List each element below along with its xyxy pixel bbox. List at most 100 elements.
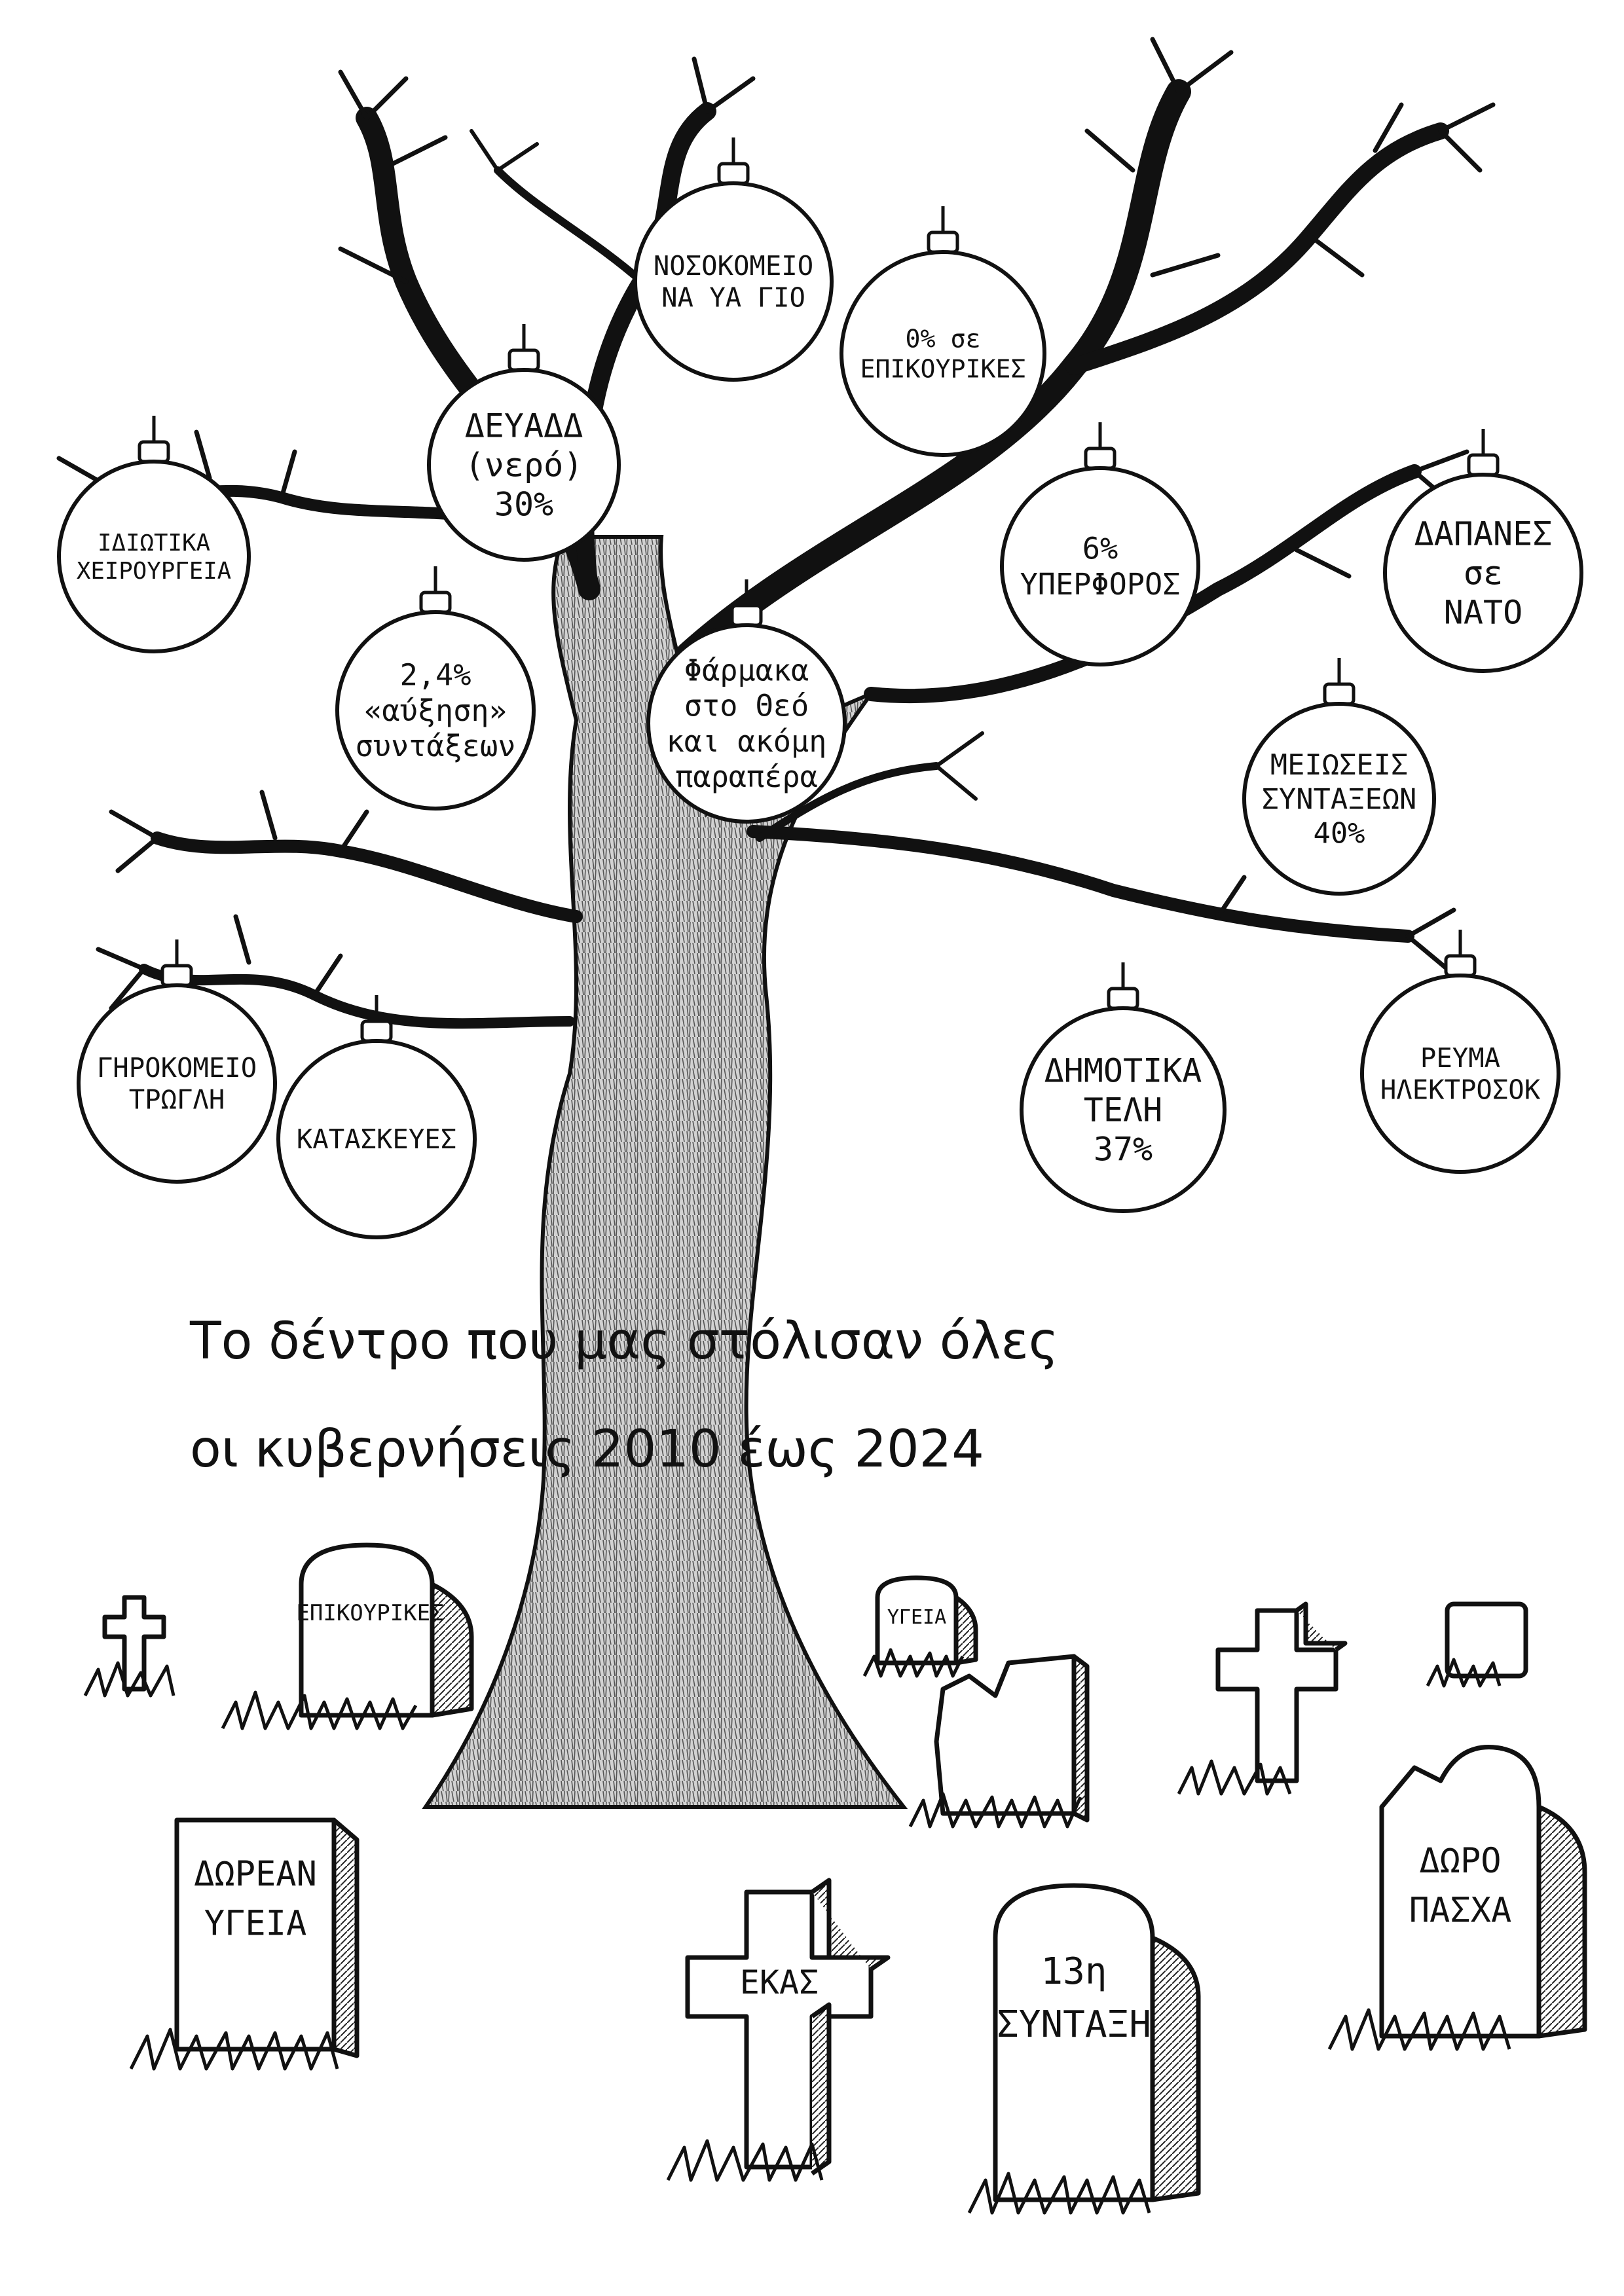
ornament-label: ΗΛΕΚΤΡΟΣΟΚ xyxy=(1380,1074,1541,1106)
grave-inscriptions: ΕΠΙΚΟΥΡΙΚΕΣ ΥΓΕΙΑ ΔΩΡΕΑΝ ΥΓΕΙΑ ΕΚΑΣ 13ηΣΥΝΤΑΞ… xyxy=(194,1600,1511,2046)
graveyard xyxy=(83,1542,1587,2215)
ornament-label: ΚΑΤΑΣΚΕΥΕΣ xyxy=(297,1123,456,1155)
grave-inscription: ΕΠΙΚΟΥΡΙΚΕΣ xyxy=(296,1600,443,1626)
ornament-label: ΣΥΝΤΑΞΕΩΝ xyxy=(1262,782,1417,816)
ornament-ball xyxy=(1020,1006,1227,1213)
grave-13i-syntaxi xyxy=(993,1883,1201,2202)
ornament-label: και ακόμη xyxy=(667,724,827,759)
ornament-cap xyxy=(927,230,959,254)
grass xyxy=(83,1648,1511,2215)
ornament-cap xyxy=(730,604,763,627)
ornament-label: ΥΠΕΡΦΟΡΟΣ xyxy=(1020,567,1181,602)
grave-text-doro-pasxa: ΔΩΡΟ ΠΑΣΧΑ xyxy=(1409,1842,1512,1930)
ornament-label: ΤΕΛΗ xyxy=(1084,1091,1162,1129)
ornament-cap xyxy=(138,440,170,464)
ornament-ball xyxy=(276,1039,477,1239)
ornament-cap xyxy=(360,1019,393,1043)
grave-doro-pasxa xyxy=(1379,1745,1587,2039)
ornament-label: 0% σε xyxy=(906,325,981,354)
ornament-label: (νερό) xyxy=(465,446,583,484)
ornament-label: παραπέρα xyxy=(675,759,818,794)
grave-inscription: ΥΓΕΙΑ xyxy=(887,1606,946,1629)
ornament-cap xyxy=(507,348,540,372)
title-line-2: οι κυβερνήσεις 2010 έως 2024 xyxy=(190,1420,984,1479)
ornament-label: ΔΑΠΑΝΕΣ xyxy=(1414,515,1553,553)
grave-inscription: ΥΓΕΙΑ xyxy=(204,1904,307,1943)
ornament-deyadd: ΔΕΥΑΔΔ(νερό)30% xyxy=(427,324,621,562)
ornament-label: ΙΔΙΩΤΙΚΑ xyxy=(98,530,210,556)
ornament-label: σε xyxy=(1464,555,1503,592)
ornament-ball xyxy=(77,983,277,1184)
ornament-label: ΜΕΙΩΣΕΙΣ xyxy=(1270,748,1408,782)
ornament-label: ΕΠΙΚΟΥΡΙΚΕΣ xyxy=(860,355,1026,384)
ornament-label: 6% xyxy=(1082,532,1118,566)
ornament-cap xyxy=(1084,446,1116,470)
ornament-label: ΝΑ ΥΑ ΓΙΟ xyxy=(661,282,805,314)
ornament-cap xyxy=(1444,954,1477,977)
grave-inscription: ΕΚΑΣ xyxy=(740,1963,819,2001)
grave-inscription: ΔΩΡΟ xyxy=(1419,1842,1501,1881)
ornament-ball xyxy=(840,250,1046,457)
ornament-cap xyxy=(717,162,750,185)
ornament-ball xyxy=(427,368,621,562)
ornament-ball xyxy=(1383,473,1583,673)
broken-stone xyxy=(934,1654,1090,1823)
title-line-1: Το δέντρο που μας στόλισαν όλες xyxy=(189,1312,1059,1371)
ornament-ball xyxy=(335,610,536,811)
grave-inscription: ΠΑΣΧΑ xyxy=(1409,1891,1512,1930)
ornament-label: 30% xyxy=(494,486,553,524)
grave-text-dorean-ygeia: ΔΩΡΕΑΝ ΥΓΕΙΑ xyxy=(194,1855,317,1943)
tree xyxy=(56,37,1496,1809)
small-stone-right xyxy=(1445,1601,1528,1679)
ornament-label: ΧΕΙΡΟΥΡΓΕΙΑ xyxy=(77,558,231,585)
ornament-cap xyxy=(160,964,193,987)
ornament-label: Φάρμακα xyxy=(684,653,809,688)
ornament-label: ΓΗΡΟΚΟΜΕΙΟ xyxy=(97,1052,257,1084)
ornament-cap xyxy=(1323,682,1356,706)
ornament-ball xyxy=(1360,974,1560,1174)
ornament-label: ΝΟΣΟΚΟΜΕΙΟ xyxy=(654,250,813,282)
ornament-label: 40% xyxy=(1314,817,1365,850)
ornament-label: ΤΡΩΓΛΗ xyxy=(129,1084,225,1116)
ornament-label: «αύξηση» xyxy=(364,693,507,728)
ornament-ball xyxy=(633,181,834,382)
ornament-ball xyxy=(1000,466,1200,666)
grave-text-ekas: ΕΚΑΣ xyxy=(740,1963,819,2001)
ornament-cap xyxy=(419,591,452,614)
cross-ekas xyxy=(685,1878,891,2176)
ornament-label: 2,4% xyxy=(400,658,471,693)
ornament-label: ΔΕΥΑΔΔ xyxy=(465,407,583,445)
ornament-ayxisi: 2,4%«αύξηση»συντάξεων xyxy=(335,566,536,811)
small-cross-left xyxy=(102,1595,166,1692)
ornament-label: στο Θεό xyxy=(684,689,809,723)
grave-epikourikes xyxy=(299,1542,474,1718)
ornament-label: ΡΕΥΜΑ xyxy=(1420,1042,1500,1074)
grave-inscription: 13η xyxy=(1041,1950,1107,1993)
ornament-label: ΔΗΜΟΤΙΚΑ xyxy=(1044,1052,1202,1090)
grave-inscription: ΣΥΝΤΑΞΗ xyxy=(997,2003,1151,2046)
grave-text-ygeia-small: ΥΓΕΙΑ xyxy=(887,1606,946,1629)
ornament-cap xyxy=(1107,987,1139,1010)
grave-text-epikourikes: ΕΠΙΚΟΥΡΙΚΕΣ xyxy=(296,1600,443,1626)
ornament-ball xyxy=(1242,702,1436,896)
ornament-ball xyxy=(646,623,847,824)
ornament-yperforos: 6%ΥΠΕΡΦΟΡΟΣ xyxy=(1000,422,1200,666)
grave-inscription: ΔΩΡΕΑΝ xyxy=(194,1855,317,1894)
grave-ygeia-small xyxy=(875,1575,978,1666)
title: Το δέντρο που μας στόλισαν όλες οι κυβερ… xyxy=(189,1312,1059,1479)
grave-dorean-ygeia xyxy=(174,1817,360,2058)
ornament-kataskeves: ΚΑΤΑΣΚΕΥΕΣ xyxy=(276,995,477,1239)
ornament-label: συντάξεων xyxy=(356,729,516,763)
ornament-ball xyxy=(57,460,251,653)
